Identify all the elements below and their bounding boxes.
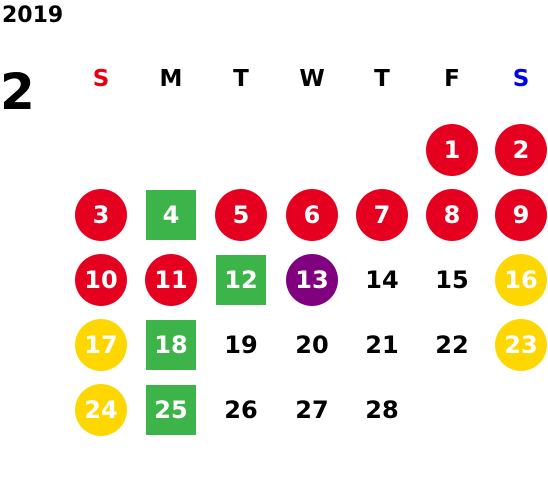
day-1[interactable]: 1 <box>426 124 478 176</box>
day-17[interactable]: 17 <box>75 319 127 371</box>
day-9[interactable]: 9 <box>495 189 547 241</box>
day-2[interactable]: 2 <box>495 124 547 176</box>
day-23[interactable]: 23 <box>495 319 547 371</box>
day-13[interactable]: 13 <box>286 254 338 306</box>
day-27[interactable]: 27 <box>295 396 329 424</box>
day-18[interactable]: 18 <box>146 320 196 370</box>
day-3[interactable]: 3 <box>75 189 127 241</box>
day-16[interactable]: 16 <box>495 254 547 306</box>
day-26[interactable]: 26 <box>224 396 258 424</box>
day-20[interactable]: 20 <box>295 331 329 359</box>
day-7[interactable]: 7 <box>356 189 408 241</box>
day-22[interactable]: 22 <box>435 331 469 359</box>
weekday-monday: M <box>159 66 183 92</box>
calendar-year: 2019 <box>2 3 64 28</box>
day-4[interactable]: 4 <box>146 190 196 240</box>
day-24[interactable]: 24 <box>75 384 127 436</box>
day-12[interactable]: 12 <box>216 255 266 305</box>
day-8[interactable]: 8 <box>426 189 478 241</box>
weekday-sunday: S <box>92 66 110 92</box>
weekday-tuesday: T <box>233 66 249 92</box>
day-28[interactable]: 28 <box>365 396 399 424</box>
day-19[interactable]: 19 <box>224 331 258 359</box>
day-25[interactable]: 25 <box>146 385 196 435</box>
day-6[interactable]: 6 <box>286 189 338 241</box>
day-21[interactable]: 21 <box>365 331 399 359</box>
weekday-saturday: S <box>512 66 530 92</box>
calendar-month: 2 <box>0 63 35 121</box>
weekday-friday: F <box>444 66 460 92</box>
weekday-thursday: T <box>374 66 390 92</box>
day-14[interactable]: 14 <box>365 266 399 294</box>
day-5[interactable]: 5 <box>215 189 267 241</box>
weekday-wednesday: W <box>299 66 325 92</box>
day-11[interactable]: 11 <box>145 254 197 306</box>
day-10[interactable]: 10 <box>75 254 127 306</box>
day-15[interactable]: 15 <box>435 266 469 294</box>
